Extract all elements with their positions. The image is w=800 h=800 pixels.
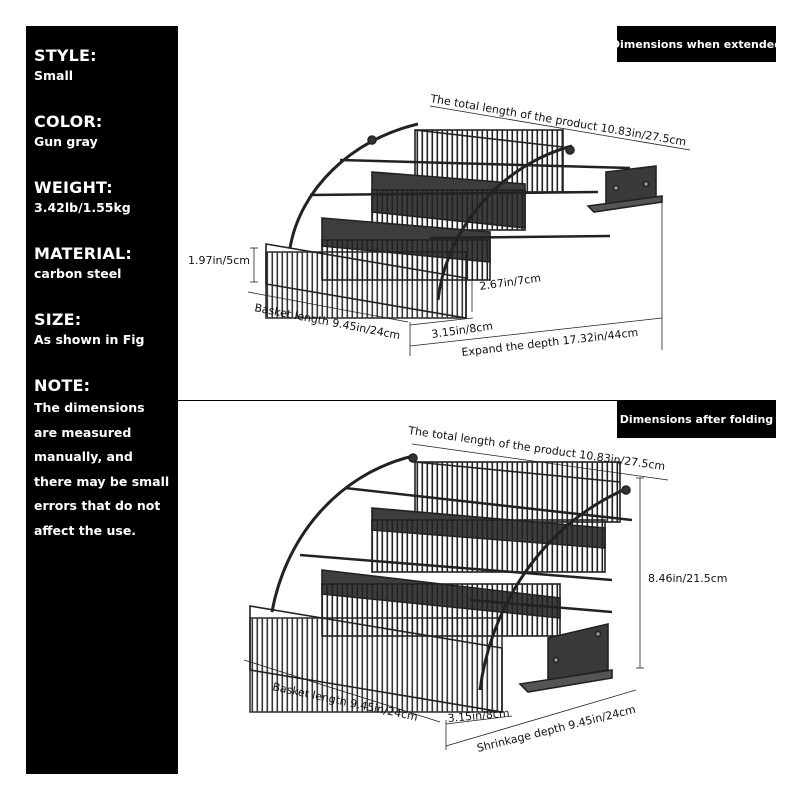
spec-weight: WEIGHT: 3.42lb/1.55kg: [34, 178, 178, 218]
folded-badge: Dimensions after folding: [617, 400, 776, 438]
note-label: NOTE:: [34, 376, 91, 395]
spec-value: Gun gray: [34, 134, 98, 149]
spec-label: MATERIAL:: [34, 244, 132, 263]
spec-note: NOTE: The dimensions are measured manual…: [34, 376, 178, 543]
note-line: are measured: [34, 424, 132, 440]
note-line: manually, and: [34, 449, 133, 464]
dim-lines-extended: [247, 105, 691, 356]
rack-extended: [265, 122, 663, 319]
spec-material: MATERIAL: carbon steel: [34, 244, 178, 284]
dim-lines-folded: [243, 443, 669, 750]
note-line: affect the use.: [34, 522, 137, 538]
folded-height: 8.46in/21.5cm: [648, 572, 727, 585]
spec-label: COLOR:: [34, 112, 103, 131]
note-line: there may be small: [34, 473, 170, 489]
spec-label: WEIGHT:: [34, 178, 113, 197]
spec-value: As shown in Fig: [34, 332, 145, 347]
spec-label: STYLE:: [34, 46, 97, 65]
spec-color: COLOR: Gun gray: [34, 112, 178, 152]
spec-size: SIZE: As shown in Fig: [34, 310, 178, 350]
extended-height: 1.97in/5cm: [188, 254, 250, 267]
folded-step-depth: 3.15in/8cm: [447, 707, 510, 725]
note-line: errors that do not: [34, 498, 161, 513]
section-divider: [178, 400, 776, 401]
spec-style: STYLE: Small: [34, 46, 178, 86]
extended-badge: Dimensions when extended: [611, 26, 782, 62]
spec-value: 3.42lb/1.55kg: [34, 200, 131, 215]
spec-sidebar: STYLE: Small COLOR: Gun gray WEIGHT: 3.4…: [26, 26, 178, 774]
rack-folded: [249, 453, 633, 713]
spec-label: SIZE:: [34, 310, 82, 329]
spec-value: carbon steel: [34, 266, 122, 281]
spec-value: Small: [34, 68, 74, 83]
note-line: The dimensions: [34, 400, 145, 415]
